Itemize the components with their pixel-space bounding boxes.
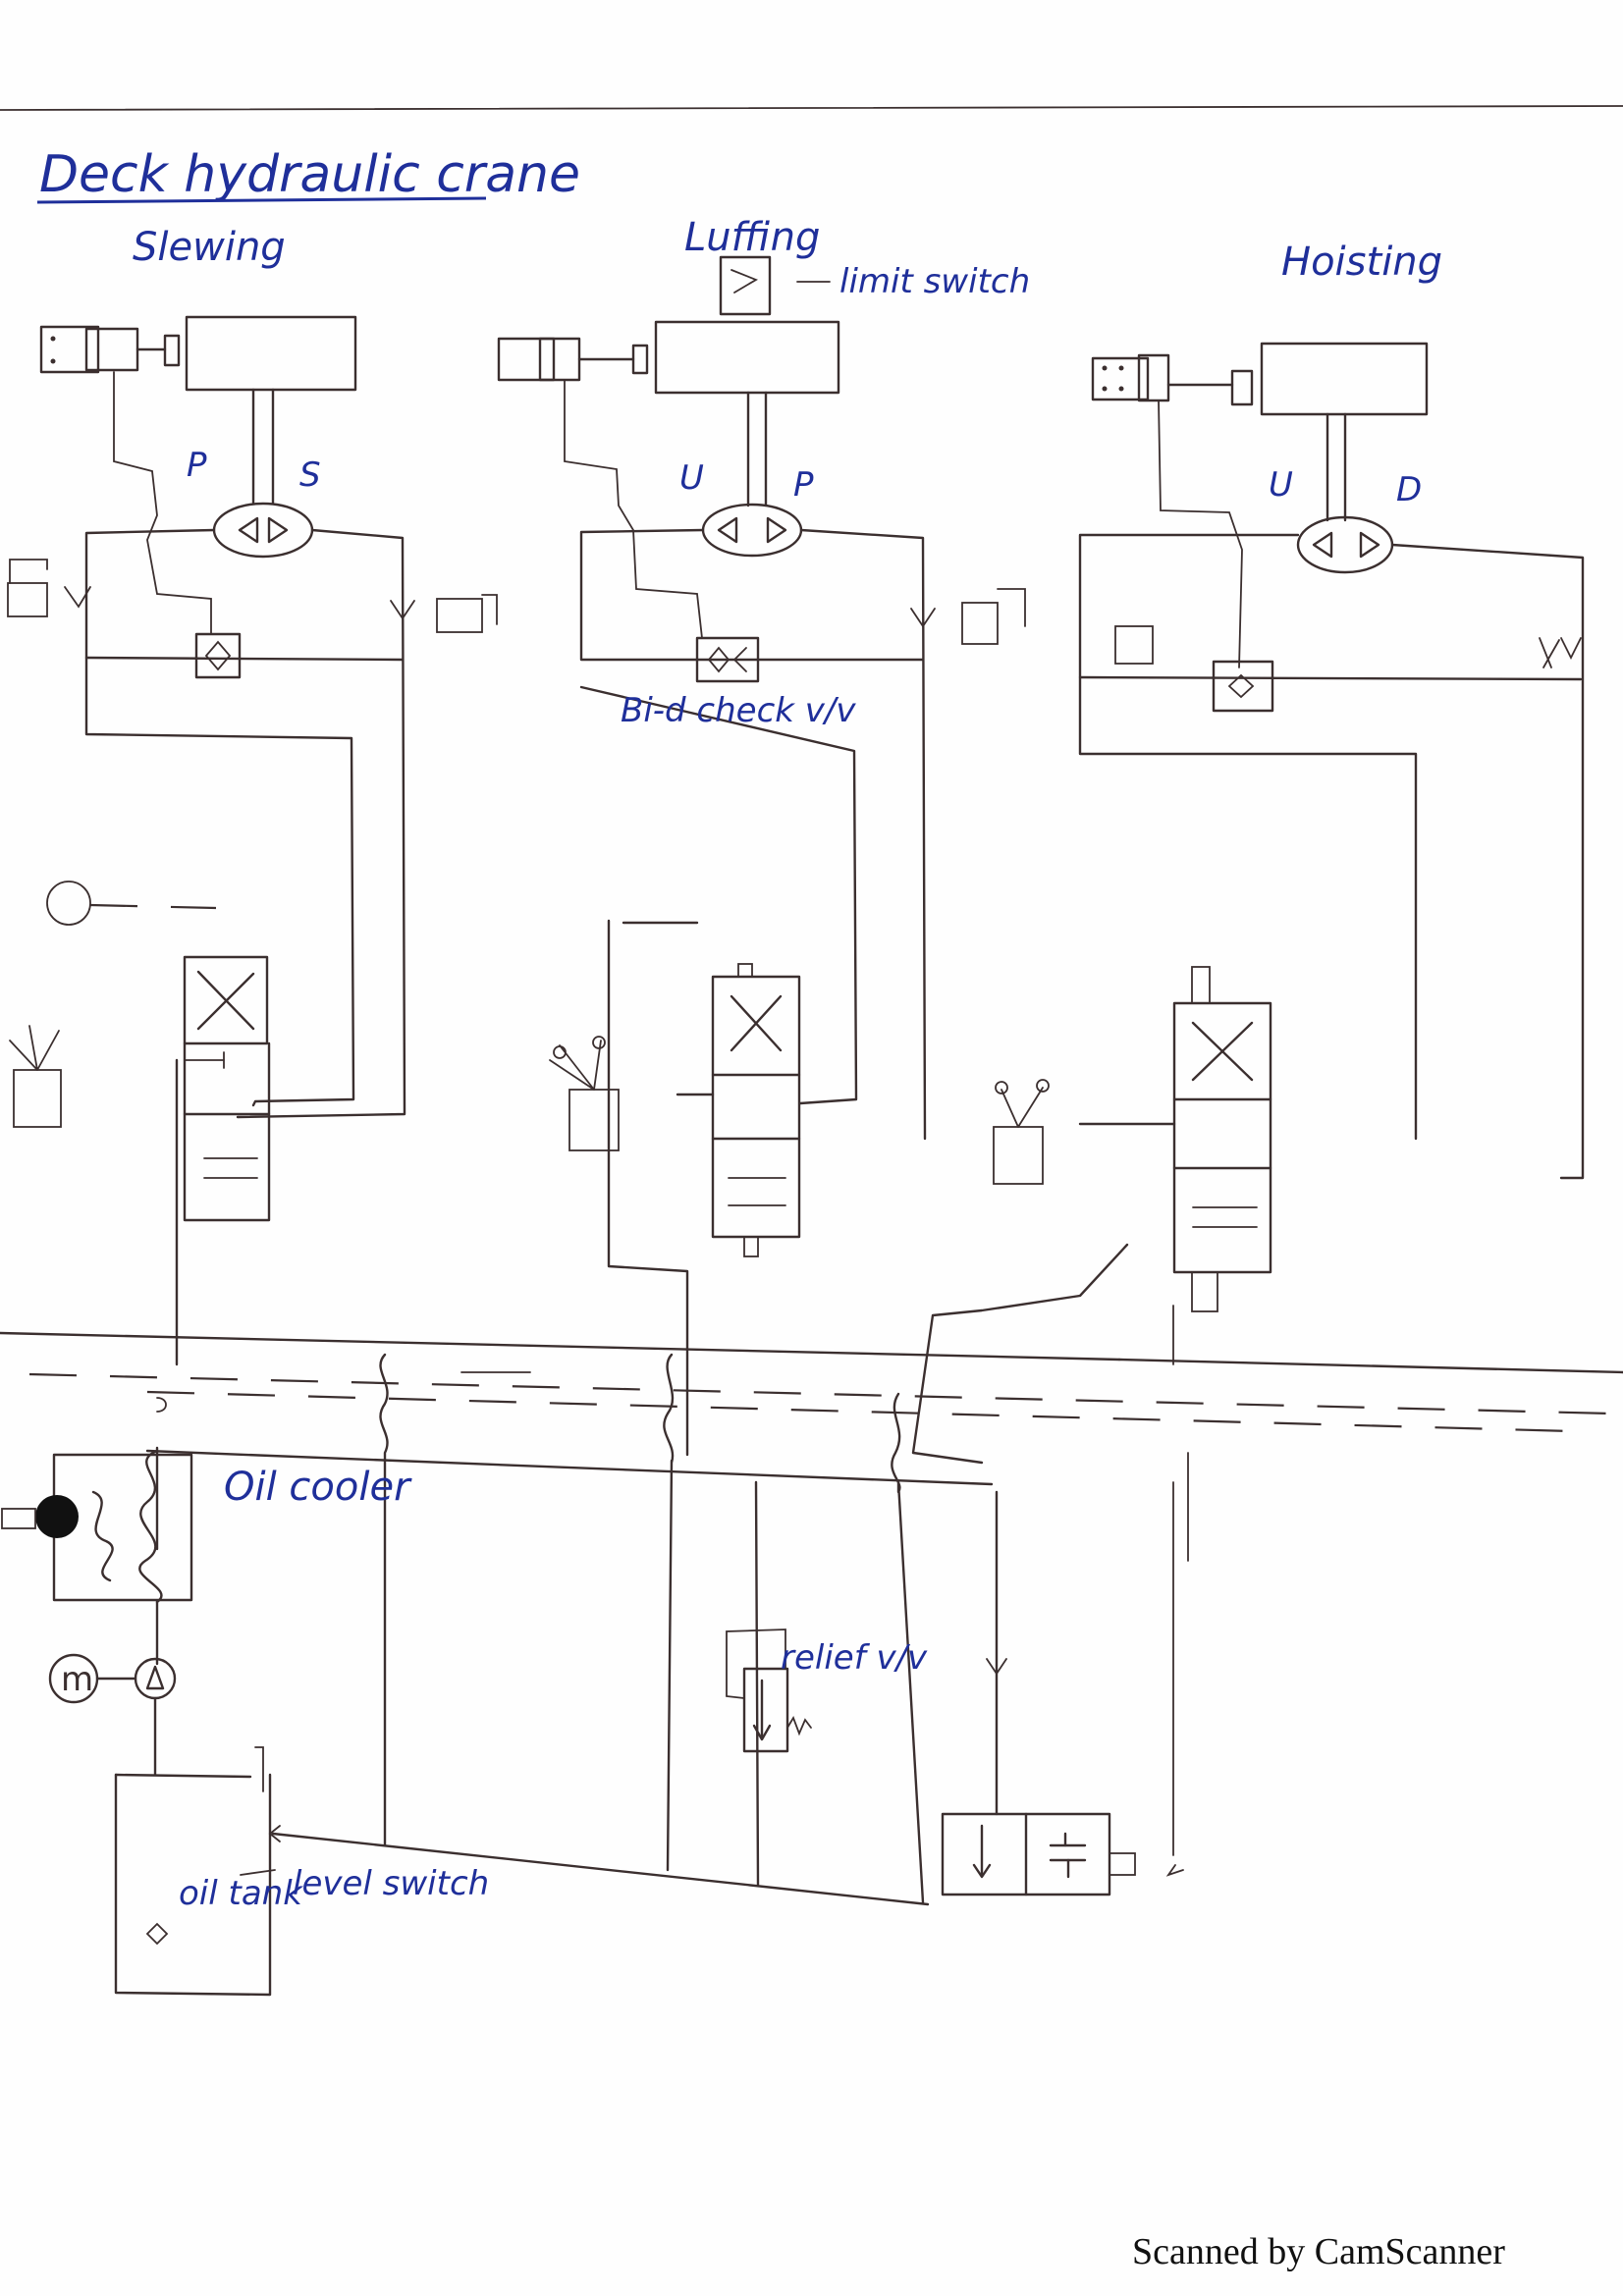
luffing-pilot-line (564, 379, 703, 639)
slewing-return-line (84, 528, 355, 1107)
hoisting-port-d: D (1396, 470, 1422, 509)
hoisting-brake-left (1114, 625, 1154, 665)
slewing-shuttle-valve (194, 632, 242, 679)
luffing-return-line (579, 685, 858, 1105)
slewing-control-lever (9, 881, 217, 1128)
hoisting-control-lever (993, 1079, 1050, 1185)
hoisting-frame-line (1078, 533, 1418, 1141)
slewing-brake-left (7, 582, 48, 617)
slewing-check-left (64, 586, 91, 609)
relief-valve: relief v/v (726, 1480, 928, 1887)
slewing-brake-right (436, 598, 483, 633)
slewing-check-right (390, 600, 415, 620)
check-valve-label: Bi-d check v/v (621, 691, 856, 730)
slewing-port-p: P (187, 446, 207, 485)
luffing-label: Luffing (684, 215, 820, 260)
level-switch-label: level switch (293, 1864, 489, 1903)
slewing-load-box (185, 315, 357, 392)
hoisting-directional-valve (1172, 966, 1272, 1312)
hoisting-circuit: U D (1078, 342, 1585, 1180)
tank-return-manifold (271, 1832, 930, 1906)
hoisting-cylinder-body (1091, 356, 1150, 401)
manifold-line-1 (0, 1331, 1121, 1362)
slewing-port-s: S (299, 455, 321, 495)
slewing-cylinder-body (39, 325, 100, 374)
limit-switch-label: limit switch (839, 262, 1030, 301)
tank-filter-icon (145, 1922, 169, 1946)
hoisting-check-valve (1212, 660, 1274, 713)
hoisting-load-box (1260, 342, 1429, 416)
hoisting-label: Hoisting (1281, 240, 1442, 285)
luffing-frame-line (579, 528, 925, 662)
title-underline (36, 196, 487, 204)
oil-tank: oil tank level switch (114, 1746, 930, 1997)
diagram-title: Deck hydraulic crane (39, 145, 580, 204)
hoisting-brake-right (1539, 637, 1560, 668)
pilot-manifold-dashed-1 (28, 1372, 1611, 1415)
luffing-bid-check-valve (695, 636, 760, 683)
pump-unit: m (48, 1653, 177, 1777)
hoisting-supply-line (1390, 543, 1585, 1180)
luffing-load-box (654, 320, 840, 395)
slewing-label: Slewing (133, 225, 286, 270)
slewing-pilot-line (113, 371, 212, 634)
slewing-cylinder-head (84, 327, 139, 372)
slewing-circuit: P S (7, 315, 498, 1119)
slewing-motor-arrow-right (267, 516, 289, 544)
limit-switch (719, 255, 772, 316)
slewing-rod-end (163, 334, 181, 367)
luffing-supply-line (799, 528, 927, 1141)
luffing-cylinder-head (538, 337, 581, 382)
luffing-port-u: U (679, 458, 704, 498)
luffing-cylinder-body (497, 337, 556, 382)
cooler-coil-icon (138, 1449, 163, 1604)
hydraulic-pump-icon (134, 1657, 177, 1700)
luffing-circuit: limit switch U P Bi-d check v/v (497, 255, 1030, 1141)
slewing-accumulator (46, 881, 91, 926)
pressure-manifold-line (145, 1449, 994, 1486)
relief-valve-label: relief v/v (781, 1638, 928, 1678)
slewing-hydraulic-motor (212, 502, 314, 559)
hoisting-pilot-line (1158, 400, 1243, 668)
tank-return-line (379, 1353, 389, 1847)
slewing-directional-valve (183, 955, 271, 1222)
luffing-port-p: P (793, 465, 814, 505)
oil-tank-label: oil tank (179, 1874, 303, 1913)
cooler-fan-motor (35, 1495, 79, 1538)
slewing-motor-arrow-left (238, 516, 259, 544)
pilot-manifold-dashed-2 (146, 1390, 1572, 1433)
luffing-directional-valve (711, 963, 801, 1257)
luffing-rod-end (631, 344, 649, 375)
hoisting-port-u: U (1269, 465, 1293, 505)
slewing-crossover-line (84, 656, 405, 662)
unloading-valve-block (941, 1481, 1184, 1896)
sheet-top-edge (0, 105, 1623, 111)
slewing-supply-line (236, 528, 406, 1119)
oil-cooler: Oil cooler (1, 1449, 412, 1666)
luffing-control-lever (549, 1036, 620, 1151)
cooler-fan-icon (91, 1490, 114, 1582)
oil-cooler-label: Oil cooler (224, 1465, 412, 1510)
luffing-brake (961, 602, 999, 645)
motor-symbol-label: m (61, 1660, 93, 1699)
scanner-watermark: Scanned by CamScanner (1132, 2231, 1505, 2272)
